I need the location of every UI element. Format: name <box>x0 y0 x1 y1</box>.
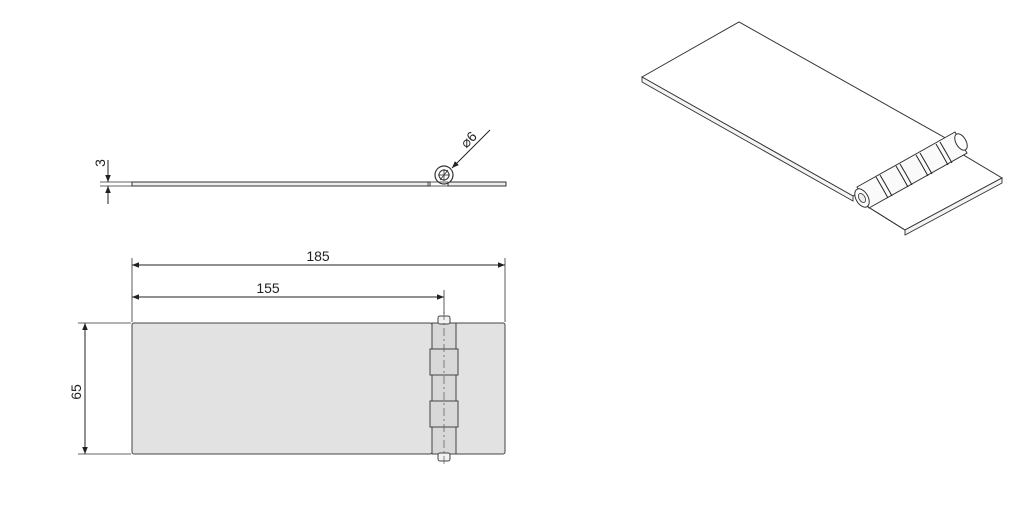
top-leaf-left <box>131 322 433 455</box>
width-label: 65 <box>68 384 84 400</box>
overall-length-label: 185 <box>306 248 330 264</box>
pin-diameter-dimension: ⌀6 <box>451 128 491 169</box>
leaf-length-label: 155 <box>256 280 280 296</box>
leaf-length-dimension: 155 <box>132 280 445 314</box>
overall-length-dimension: 185 <box>131 248 506 322</box>
side-leaf-right <box>447 181 507 187</box>
side-leaf-left <box>131 181 431 187</box>
top-view: 185 155 65 <box>68 248 506 466</box>
thickness-label: 3 <box>92 159 108 167</box>
side-view: 3 ⌀6 <box>92 128 507 204</box>
thickness-dimension: 3 <box>92 159 132 204</box>
isometric-view <box>640 21 1004 236</box>
iso-knuckle-barrel <box>854 131 968 209</box>
width-dimension: 65 <box>68 322 131 455</box>
pin-diameter-label: ⌀6 <box>457 128 480 151</box>
top-leaf-right <box>454 322 506 455</box>
iso-pin-end-back <box>954 133 968 151</box>
